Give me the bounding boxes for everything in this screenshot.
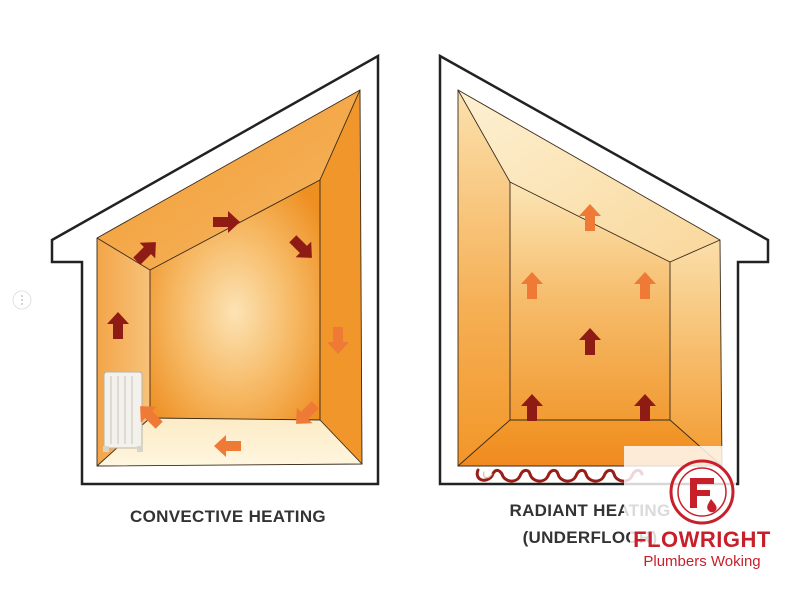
radiant-arrow-1: [579, 204, 601, 231]
radiant-arrow-2: [521, 272, 543, 299]
convection-arrows: [107, 211, 349, 457]
convection-arrow-5: [327, 327, 349, 354]
logo-emblem: [669, 459, 735, 525]
radiant-arrow-6: [634, 394, 656, 421]
radiant-left-wall: [458, 90, 510, 466]
radiator: [103, 371, 143, 452]
convective-house: CONVECTIVE HEATING: [50, 53, 380, 526]
convection-arrow-6: [296, 401, 319, 424]
underfloor-pipes: [475, 468, 644, 483]
logo-text-backdrop: [630, 528, 774, 574]
radiant-arrow-5: [521, 394, 543, 421]
radiant-arrow-3: [634, 272, 656, 299]
radiant-caption-line2: (UNDERFLOOR): [523, 528, 658, 547]
convective-back-wall: [150, 180, 320, 420]
convection-arrow-1: [107, 312, 129, 339]
convective-ceiling: [97, 90, 360, 270]
convection-arrow-2: [133, 242, 156, 265]
radiant-ceiling: [458, 90, 720, 262]
flowright-logo: FLOWRIGHT Plumbers Woking: [624, 446, 774, 574]
convection-arrow-4: [289, 235, 312, 258]
radiant-arrows: [521, 204, 656, 421]
convection-arrow-7: [214, 435, 241, 457]
radiant-house: RADIANT HEATING (UNDERFLOOR): [438, 53, 770, 547]
logo-tagline: Plumbers Woking: [643, 553, 760, 570]
convective-right-wall: [320, 90, 362, 464]
convection-arrow-3: [213, 211, 240, 233]
radiant-arrow-4: [579, 328, 601, 355]
convective-caption: CONVECTIVE HEATING: [130, 507, 326, 526]
side-handle-icon[interactable]: [12, 290, 32, 310]
radiant-back-wall: [510, 182, 670, 420]
radiant-right-wall: [670, 240, 722, 466]
logo-brand-name: FLOWRIGHT: [633, 527, 771, 552]
convection-arrow-8: [140, 406, 163, 429]
